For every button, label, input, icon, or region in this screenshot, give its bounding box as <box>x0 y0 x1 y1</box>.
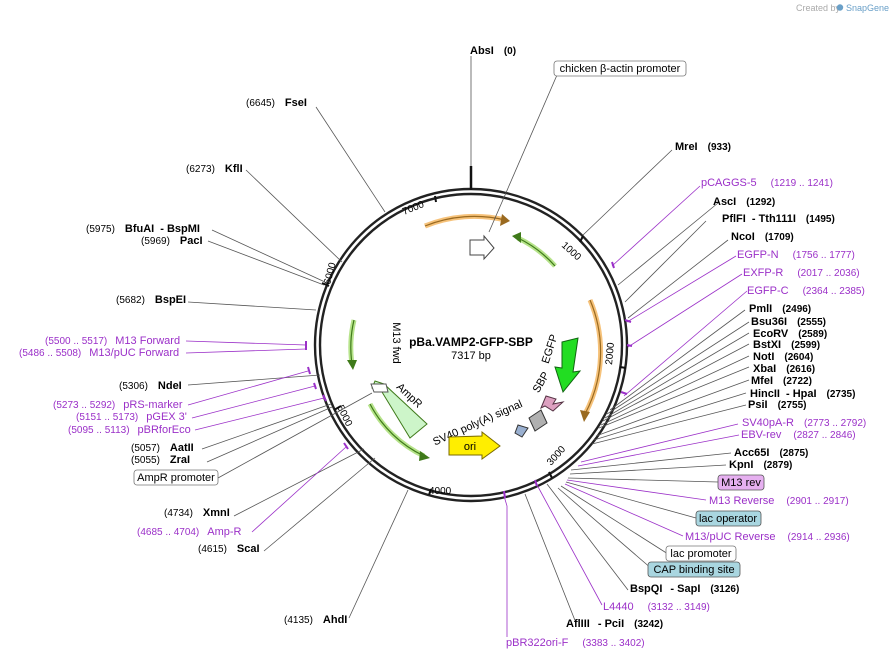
primer-m13-puc-forward: (5486 .. 5508)M13/pUC Forward <box>19 347 179 359</box>
enzyme-kpni: KpnI(2879) <box>729 459 792 471</box>
ori-arrow <box>448 430 501 460</box>
credit-prefix: Created by <box>796 3 841 13</box>
primer-ticks <box>305 261 633 499</box>
enzyme-xmni: (4734)XmnI <box>164 507 230 519</box>
box-label-chicken-promoter: chicken β-actin promoter <box>560 63 681 75</box>
tick-label-7000: 7000 <box>401 199 426 218</box>
tick-label-1000: 1000 <box>559 240 583 263</box>
primer-egfp-c: EGFP-C(2364 .. 2385) <box>747 285 865 297</box>
primer-pcaggs-5: pCAGGS-5(1219 .. 1241) <box>701 177 833 189</box>
plasmid-name: pBa.VAMP2-GFP-SBP <box>409 335 533 349</box>
primer-m13-reverse: M13 Reverse(2901 .. 2917) <box>709 495 849 507</box>
enzyme-asci: AscI(1292) <box>713 196 775 208</box>
primer-egfp-n: EGFP-N(1756 .. 1777) <box>737 249 855 261</box>
enzyme-ahdi: (4135)AhdI <box>284 614 347 626</box>
enzyme-mrei: MreI(933) <box>675 141 731 153</box>
enzyme-leader-lines <box>187 56 750 624</box>
enzyme-ncoi: NcoI(1709) <box>731 231 794 243</box>
sv40-polya-block <box>528 409 548 432</box>
enzyme-ndei: (5306)NdeI <box>119 380 182 392</box>
primer-exfp-r: EXFP-R(2017 .. 2036) <box>743 267 860 279</box>
enzyme-bspqi: BspQI- SapI(3126) <box>630 583 739 595</box>
tick-label-4000: 4000 <box>429 486 452 497</box>
box-label-m13-rev: M13 rev <box>721 477 761 489</box>
ampr-promoter-arrow-icon <box>370 383 389 393</box>
enzyme-ecorv: EcoRV(2589) <box>753 328 827 340</box>
ampr-promoter-box <box>133 469 219 486</box>
small-feature-block <box>514 424 529 438</box>
backbone-inner-ring <box>318 192 624 498</box>
enzyme-bfuai: (5975)BfuAI- BspMI <box>86 223 200 235</box>
box-label-ampr-promoter: AmpR promoter <box>137 472 215 484</box>
enzyme-aatii: (5057)AatII <box>131 442 194 454</box>
primer-amp-r: (4685 .. 4704)Amp-R <box>137 526 242 538</box>
tick-label-2000: 2000 <box>604 342 617 366</box>
feature-label-m13-fwd: M13 fwd <box>390 322 402 364</box>
primer-m13-puc-reverse: M13/pUC Reverse(2914 .. 2936) <box>685 531 850 543</box>
primer-m13-forward: (5500 .. 5517)M13 Forward <box>45 335 180 347</box>
enzyme-absi: AbsI(0) <box>470 45 516 57</box>
plasmid-size: 7317 bp <box>451 350 491 362</box>
enzyme-pmli: PmlI(2496) <box>749 303 811 315</box>
enzyme-bspei: (5682)BspEI <box>116 294 186 306</box>
enzyme-mfei: MfeI(2722) <box>751 375 812 387</box>
tick-marks <box>321 195 627 496</box>
chicken-promoter-box <box>553 60 687 77</box>
box-label-lac-promoter: lac promoter <box>670 548 731 560</box>
chicken-promoter-arrow-icon <box>469 234 495 261</box>
primer-pgex-3: (5151 .. 5173)pGEX 3' <box>76 411 187 423</box>
box-label-cap-binding-site: CAP binding site <box>653 564 734 576</box>
enzyme-hincii: HincII- HpaI(2735) <box>750 388 855 400</box>
box-leader-lines <box>217 74 719 570</box>
primer-leader-lines <box>185 185 748 637</box>
green-feature-arc-top <box>516 235 557 268</box>
box-label-lac-operator: lac operator <box>699 513 757 525</box>
enzyme-scai: (4615)ScaI <box>198 543 260 555</box>
primer-pbr322ori-f: pBR322ori-F(3383 .. 3402) <box>506 637 645 649</box>
primer-ebv-rev: EBV-rev(2827 .. 2846) <box>741 429 856 441</box>
lac-promoter-box <box>665 545 737 562</box>
snapgene-logo-icon <box>836 4 844 11</box>
enzyme-fsei: (6645)FseI <box>246 97 307 109</box>
enzyme-acc65i: Acc65I(2875) <box>734 447 808 459</box>
egfp-arrow <box>554 337 582 394</box>
m13-rev-box <box>717 474 765 491</box>
feature-label-ori: ori <box>464 441 476 453</box>
primer-l4440: L4440(3132 .. 3149) <box>603 601 710 613</box>
enzyme-xbai: XbaI(2616) <box>753 363 815 375</box>
feature-label-egfp: EGFP <box>540 333 561 365</box>
credit-brand: SnapGene <box>846 3 889 13</box>
enzyme-bsu36i: Bsu36I(2555) <box>751 316 826 328</box>
sbp-arrow <box>540 395 565 412</box>
feature-label-sbp: SBP <box>531 370 552 395</box>
primer-sv40pa-r: SV40pA-R(2773 .. 2792) <box>742 417 866 429</box>
enzyme-afliii: AflIII- PciI(3242) <box>566 618 663 630</box>
enzyme-paci: (5969)PacI <box>141 235 203 247</box>
primer-prs-marker: (5273 .. 5292)pRS-marker <box>53 399 183 411</box>
primer-pbrforeco: (5095 .. 5113)pBRforEco <box>68 424 191 436</box>
lac-operator-box <box>695 510 762 527</box>
enzyme-bstxi: BstXI(2599) <box>753 339 820 351</box>
enzyme-pflfi: PflFI- Tth111I(1495) <box>722 213 835 225</box>
enzyme-zrai: (5055)ZraI <box>131 454 190 466</box>
enzyme-noti: NotI(2604) <box>753 351 813 363</box>
promoter-arrowhead-icon <box>500 214 510 226</box>
cap-binding-site-box <box>647 561 741 578</box>
enzyme-kfli: (6273)KflI <box>186 163 243 175</box>
enzyme-psii: PsiI(2755) <box>748 399 806 411</box>
